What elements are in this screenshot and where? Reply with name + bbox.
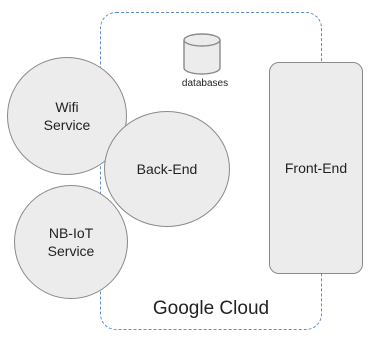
back-end-node: Back-End [104, 111, 230, 227]
wifi-service-label-line1: Wifi [55, 99, 79, 115]
database-label: databases [181, 78, 229, 89]
wifi-service-label-line2: Service [43, 117, 91, 133]
nb-iot-service-label-line2: Service [47, 243, 95, 259]
nb-iot-service-node: NB-IoT Service [14, 185, 128, 299]
front-end-label: Front-End [284, 160, 348, 176]
google-cloud-label: Google Cloud [152, 298, 270, 319]
database-icon [183, 33, 221, 75]
front-end-node: Front-End [269, 62, 363, 274]
back-end-label: Back-End [136, 161, 198, 177]
nb-iot-service-label-line1: NB-IoT [48, 225, 94, 241]
